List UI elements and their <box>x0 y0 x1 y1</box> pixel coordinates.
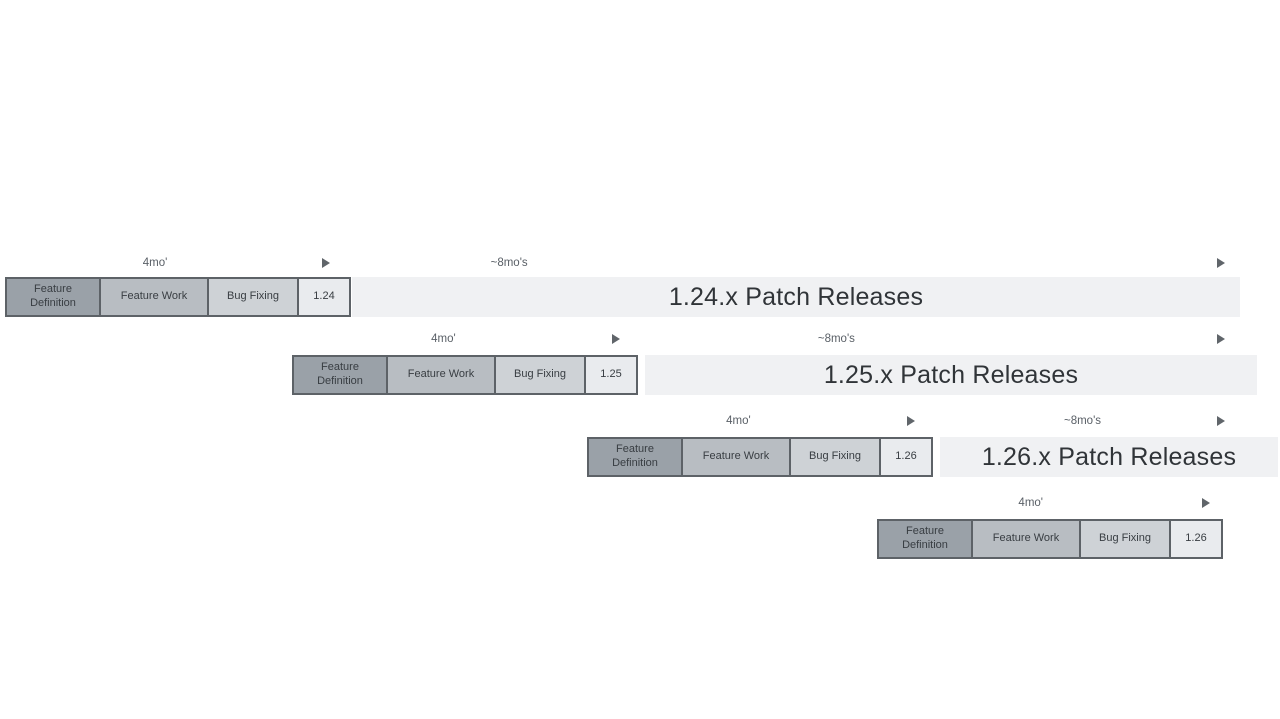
patch-duration-arrow: ~8mo's <box>940 412 1225 432</box>
phase-strip: Feature Definition Feature Work Bug Fixi… <box>292 355 638 395</box>
phase-feature-definition: Feature Definition <box>294 357 388 393</box>
phase-feature-work: Feature Work <box>388 357 496 393</box>
cycle-duration-arrow: 4mo' <box>6 254 330 274</box>
cycle-duration-arrow: 4mo' <box>293 330 620 350</box>
cycle-duration-label: 4mo' <box>136 256 174 270</box>
patch-release-label: 1.24.x Patch Releases <box>668 282 924 311</box>
patch-release-bar: 1.24.x Patch Releases <box>352 277 1240 317</box>
phase-bug-fixing: Bug Fixing <box>791 439 881 475</box>
patch-release-bar: 1.25.x Patch Releases <box>645 355 1257 395</box>
arrow-right-icon <box>322 258 330 268</box>
phase-strip: Feature Definition Feature Work Bug Fixi… <box>877 519 1223 559</box>
patch-release-label: 1.25.x Patch Releases <box>823 360 1079 389</box>
phase-bug-fixing: Bug Fixing <box>209 279 299 315</box>
cycle-duration-arrow: 4mo' <box>588 412 915 432</box>
version-box: 1.25 <box>586 357 636 393</box>
arrow-right-icon <box>612 334 620 344</box>
patch-duration-arrow: ~8mo's <box>645 330 1225 350</box>
phase-bug-fixing: Bug Fixing <box>1081 521 1171 557</box>
version-box: 1.26 <box>1171 521 1221 557</box>
phase-strip: Feature Definition Feature Work Bug Fixi… <box>587 437 933 477</box>
patch-duration-label: ~8mo's <box>811 332 861 346</box>
patch-duration-arrow: ~8mo's <box>352 254 1225 274</box>
phase-feature-definition: Feature Definition <box>879 521 973 557</box>
arrow-right-icon <box>1217 334 1225 344</box>
patch-duration-label: ~8mo's <box>1057 414 1108 428</box>
arrow-right-icon <box>907 416 915 426</box>
patch-release-bar: 1.26.x Patch Releases <box>940 437 1278 477</box>
phase-feature-definition: Feature Definition <box>589 439 683 475</box>
phase-feature-work: Feature Work <box>973 521 1081 557</box>
phase-strip: Feature Definition Feature Work Bug Fixi… <box>5 277 351 317</box>
cycle-duration-label: 4mo' <box>1012 496 1050 510</box>
version-box: 1.24 <box>299 279 349 315</box>
phase-feature-work: Feature Work <box>101 279 209 315</box>
arrow-right-icon <box>1217 258 1225 268</box>
phase-feature-definition: Feature Definition <box>7 279 101 315</box>
arrow-right-icon <box>1217 416 1225 426</box>
arrow-right-icon <box>1202 498 1210 508</box>
phase-feature-work: Feature Work <box>683 439 791 475</box>
patch-release-label: 1.26.x Patch Releases <box>981 442 1237 471</box>
cycle-duration-label: 4mo' <box>720 414 757 428</box>
cycle-duration-arrow: 4mo' <box>878 494 1210 514</box>
cycle-duration-label: 4mo' <box>425 332 462 346</box>
phase-bug-fixing: Bug Fixing <box>496 357 586 393</box>
patch-duration-label: ~8mo's <box>484 256 534 270</box>
version-box: 1.26 <box>881 439 931 475</box>
